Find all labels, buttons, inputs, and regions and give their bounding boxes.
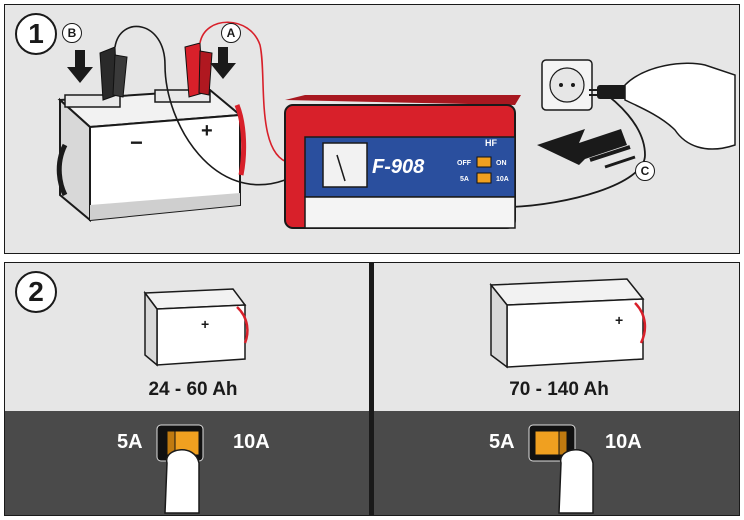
red-clamp-icon[interactable]	[184, 42, 213, 98]
right-high-amp-label: 10A	[605, 431, 642, 453]
step-1-number: 1	[15, 13, 57, 55]
insert-arrow-icon	[537, 129, 636, 169]
on-off-switch[interactable]	[476, 156, 492, 168]
black-cable-side	[56, 143, 68, 197]
step-2-panel: + + 2 24 - 60 Ah 70 - 140 Ah 5A 10A 5A 1	[4, 262, 740, 516]
left-low-amp-label: 5A	[117, 431, 143, 453]
left-finger-icon	[164, 449, 200, 514]
off-label: OFF	[457, 160, 472, 167]
battery-illustration	[57, 88, 243, 223]
step-2-illustration: + +	[143, 278, 647, 514]
arrow-b-icon	[67, 50, 93, 83]
callout-a: A	[221, 23, 241, 43]
svg-text:+: +	[201, 316, 209, 332]
charger-model-label: F-908	[372, 156, 425, 178]
mains-cable	[510, 89, 646, 208]
red-cable	[199, 21, 291, 164]
large-battery-icon: +	[489, 278, 647, 369]
low-amp-label: 5A	[460, 176, 469, 183]
right-capacity-label: 70 - 140 Ah	[509, 379, 609, 400]
arrow-a-icon	[210, 47, 236, 79]
svg-text:+: +	[615, 312, 623, 328]
left-high-amp-label: 10A	[233, 431, 270, 453]
step-2-number: 2	[15, 271, 57, 313]
wall-socket-icon	[541, 59, 593, 111]
right-switch-icon[interactable]	[528, 424, 576, 462]
hand-icon	[624, 62, 736, 150]
on-label: ON	[496, 160, 507, 167]
charger-unit	[284, 95, 521, 229]
red-cable-side	[234, 104, 247, 176]
small-battery-icon: +	[143, 288, 249, 367]
battery-plus-label: +	[201, 120, 213, 142]
right-low-amp-label: 5A	[489, 431, 515, 453]
callout-b: B	[62, 23, 82, 43]
charger-brand-label: HF	[485, 138, 497, 148]
current-switch[interactable]	[476, 172, 492, 184]
right-finger-icon	[558, 449, 594, 514]
callout-c: C	[635, 161, 655, 181]
black-clamp-icon[interactable]	[99, 46, 128, 101]
panel-divider	[369, 263, 374, 515]
step-1-panel: − + F-908 H	[4, 4, 740, 254]
black-cable	[114, 25, 286, 186]
left-capacity-label: 24 - 60 Ah	[148, 379, 238, 400]
plug-icon[interactable]	[589, 85, 629, 99]
battery-minus-label: −	[130, 130, 143, 155]
step-1-illustration: − + F-908 H	[56, 21, 736, 229]
high-amp-label: 10A	[496, 176, 509, 183]
